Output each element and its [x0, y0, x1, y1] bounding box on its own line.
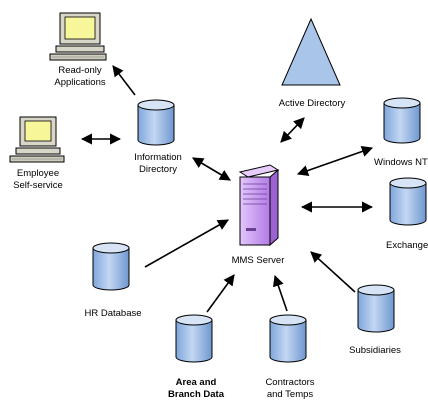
label-infodir-line1: Information: [134, 152, 182, 163]
label-mms: MMS Server: [232, 255, 285, 266]
edge-contractors-mms: [272, 274, 288, 312]
triangle-icon: [281, 17, 341, 86]
label-employee-line1: Employee: [17, 168, 59, 179]
database-icon: [389, 177, 427, 226]
edge-subsidiaries-mms: [310, 251, 356, 293]
label-contractors-line1: Contractors: [265, 377, 314, 388]
database-icon: [92, 242, 130, 291]
edge-infodir-readonly: [112, 65, 136, 96]
database-icon: [137, 99, 175, 146]
label-areabranch-line1: Area and: [176, 377, 217, 388]
node-exchange: Exchange: [386, 177, 428, 251]
edges: [80, 65, 374, 313]
edge-mms-windowsnt: [296, 146, 374, 176]
node-mms-server: MMS Server: [232, 164, 285, 266]
label-contractors-line2: and Temps: [267, 389, 314, 399]
label-subsidiaries: Subsidiaries: [349, 345, 401, 356]
label-hrdb: HR Database: [84, 308, 141, 319]
server-icon: [238, 164, 280, 247]
database-icon: [269, 314, 307, 363]
edge-hrdb-mms: [144, 219, 229, 268]
database-icon: [175, 314, 213, 363]
node-area-branch-data: Area and Branch Data: [168, 314, 225, 400]
computer-icon: [9, 116, 65, 163]
node-contractors-temps: Contractors and Temps: [265, 314, 315, 400]
label-readonly-line2: Applications: [54, 77, 105, 88]
database-icon: [383, 97, 421, 144]
edge-mms-activedir: [280, 117, 305, 143]
label-exchange: Exchange: [386, 240, 428, 251]
node-hr-database: HR Database: [84, 242, 142, 319]
label-infodir-line2: Directory: [139, 164, 177, 175]
computer-icon: [49, 12, 107, 61]
label-readonly-line1: Read-only: [58, 65, 102, 76]
label-windowsnt: Windows NT: [374, 157, 428, 168]
node-subsidiaries: Subsidiaries: [349, 284, 401, 356]
edge-infodir-mms: [192, 157, 231, 181]
node-employee-self-service: Employee Self-service: [9, 116, 65, 191]
node-readonly-applications: Read-only Applications: [49, 12, 107, 88]
node-windows-nt: Windows NT: [374, 97, 428, 168]
edge-areabranch-mms: [206, 274, 235, 313]
label-employee-line2: Self-service: [13, 180, 63, 191]
node-active-directory: Active Directory: [279, 17, 346, 109]
label-activedir: Active Directory: [279, 98, 346, 109]
database-icon: [357, 284, 395, 333]
node-information-directory: Information Directory: [134, 99, 182, 175]
label-areabranch-line2: Branch Data: [168, 389, 225, 399]
